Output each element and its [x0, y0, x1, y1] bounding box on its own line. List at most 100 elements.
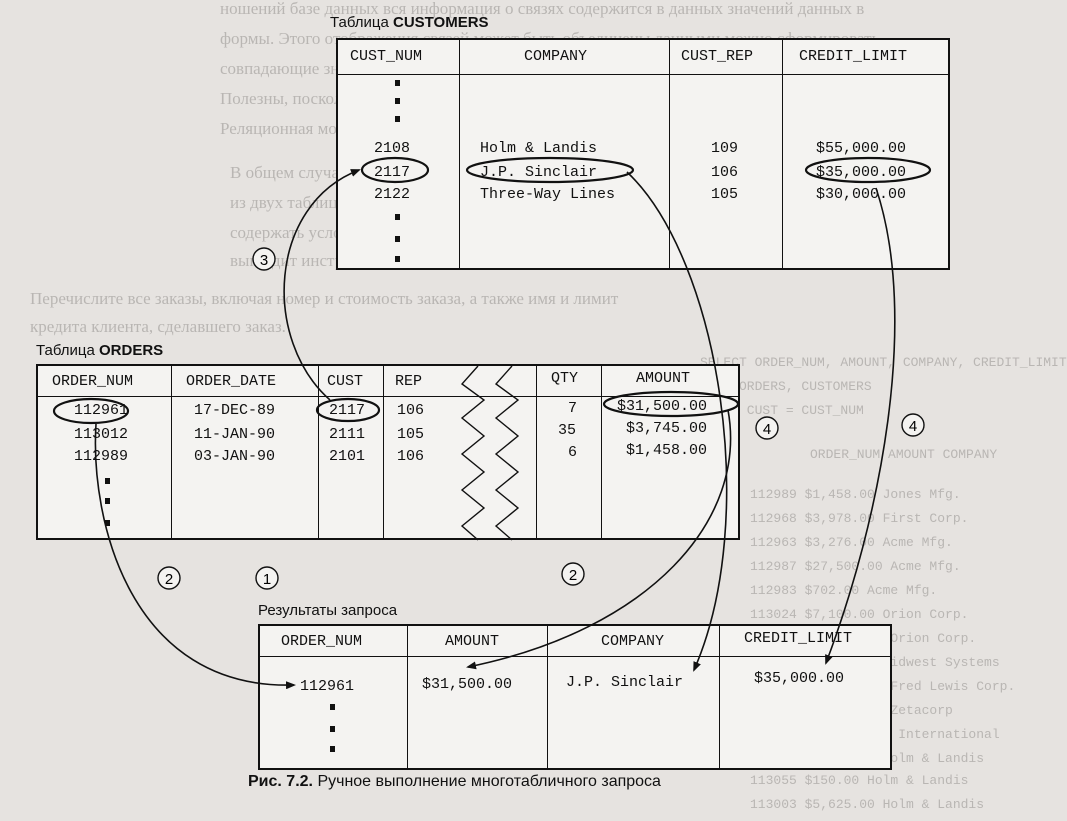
step-4-label-left: 4: [763, 421, 771, 438]
step-3-marker: [252, 247, 276, 271]
column-divider: [171, 366, 172, 538]
header-credit-limit: CREDIT_LIMIT: [799, 48, 908, 65]
step-4-marker-left: [755, 416, 779, 440]
cust-cell: 2101: [329, 448, 366, 465]
ellipsis-dot: [105, 520, 110, 526]
header-qty: QTY: [551, 370, 579, 387]
ellipsis-dot: [395, 116, 400, 122]
header-company: COMPANY: [524, 48, 588, 65]
results-caption: Результаты запроса: [258, 602, 398, 619]
cust-cell: 2111: [329, 426, 366, 443]
figure-caption: Рис. 7.2. Ручное выполнение многотабличн…: [248, 773, 661, 791]
customers-header-row: [338, 40, 948, 75]
column-divider: [383, 366, 384, 538]
rep-cell: 106: [397, 402, 425, 419]
order-date-cell: 03-JAN-90: [194, 448, 276, 465]
header-credit-limit: CREDIT_LIMIT: [744, 630, 853, 647]
cust-rep-cell: 106: [711, 164, 739, 181]
order-num-cell: 113012: [74, 426, 129, 443]
step-2-label-right: 2: [569, 567, 577, 584]
orders-table: ORDER_NUM ORDER_DATE CUST REP QTY AMOUNT…: [36, 364, 740, 540]
cust-cell: 2117: [329, 402, 366, 419]
credit-limit-cell: $35,000.00: [754, 670, 845, 687]
column-divider: [782, 40, 783, 268]
header-cust: CUST: [327, 373, 364, 390]
amount-cell: $31,500.00: [617, 398, 708, 415]
ellipsis-dot: [395, 214, 400, 220]
amount-cell: $1,458.00: [626, 442, 708, 459]
oval-order-num-112961: [52, 397, 130, 425]
credit-limit-cell: $30,000.00: [816, 186, 907, 203]
column-divider: [459, 40, 460, 268]
step-2-marker-left: [157, 566, 181, 590]
step-3-label: 3: [260, 252, 268, 269]
figure-title: Ручное выполнение многотабличного запрос…: [317, 773, 661, 790]
ellipsis-dot: [395, 256, 400, 262]
header-order-num: ORDER_NUM: [281, 633, 363, 650]
qty-cell: 7: [568, 400, 578, 417]
rep-cell: 105: [397, 426, 425, 443]
arrow-step-4-credit: [825, 187, 896, 665]
customers-table: CUST_NUM COMPANY CUST_REP CREDIT_LIMIT 2…: [336, 38, 950, 270]
oval-cust-num-2117: [360, 156, 430, 184]
amount-cell: $3,745.00: [626, 420, 708, 437]
step-1-label: 1: [263, 571, 271, 588]
order-date-cell: 11-JAN-90: [194, 426, 276, 443]
order-num-cell: 112961: [74, 402, 129, 419]
cust-num-cell: 2108: [374, 140, 411, 157]
column-divider: [318, 366, 319, 538]
oval-amount: [602, 390, 740, 418]
orders-caption-prefix: Таблица: [36, 342, 95, 359]
arrow-step-4-company: [626, 171, 728, 672]
step-4-label-right: 4: [909, 418, 917, 435]
ellipsis-dot: [330, 704, 335, 710]
column-divider: [669, 40, 670, 268]
header-amount: AMOUNT: [445, 633, 500, 650]
oval-cust-2117: [315, 397, 381, 423]
cust-rep-cell: 109: [711, 140, 739, 157]
rep-cell: 106: [397, 448, 425, 465]
arrow-step-3: [283, 169, 361, 401]
company-cell: Three-Way Lines: [480, 186, 616, 203]
customers-caption-name: CUSTOMERS: [393, 14, 489, 31]
ellipsis-dot: [330, 726, 335, 732]
cust-num-cell: 2122: [374, 186, 411, 203]
cust-rep-cell: 105: [711, 186, 739, 203]
figure-number: Рис. 7.2.: [248, 773, 313, 790]
order-num-cell: 112989: [74, 448, 129, 465]
header-rep: REP: [395, 373, 423, 390]
results-table: ORDER_NUM AMOUNT COMPANY CREDIT_LIMIT 11…: [258, 624, 892, 770]
orders-caption: Таблица ORDERS: [36, 342, 163, 359]
results-header-row: [260, 626, 890, 657]
company-cell: J.P. Sinclair: [566, 674, 684, 691]
company-cell: J.P. Sinclair: [480, 164, 598, 181]
step-2-marker-right: [561, 562, 585, 586]
company-cell: Holm & Landis: [480, 140, 598, 157]
orders-header-row: [38, 366, 738, 397]
header-cust-num: CUST_NUM: [350, 48, 423, 65]
ellipsis-dot: [395, 98, 400, 104]
customers-caption-prefix: Таблица: [330, 14, 389, 31]
annotation-overlay: 3 2 1 2 4 4: [52, 156, 932, 690]
ellipsis-dot: [395, 80, 400, 86]
header-amount: AMOUNT: [636, 370, 691, 387]
credit-limit-cell: $55,000.00: [816, 140, 907, 157]
step-2-label-left: 2: [165, 571, 173, 588]
column-divider: [601, 366, 602, 538]
step-1-marker: [255, 566, 279, 590]
header-order-date: ORDER_DATE: [186, 373, 277, 390]
ellipsis-dot: [105, 498, 110, 504]
oval-credit-limit: [804, 156, 932, 184]
qty-cell: 6: [568, 444, 578, 461]
qty-cell: 35: [558, 422, 577, 439]
amount-cell: $31,500.00: [422, 676, 513, 693]
oval-company-jp-sinclair: [465, 156, 635, 184]
order-date-cell: 17-DEC-89: [194, 402, 276, 419]
credit-limit-cell: $35,000.00: [816, 164, 907, 181]
column-divider: [547, 626, 548, 768]
arrow-step-2: [466, 409, 732, 670]
column-divider: [536, 366, 537, 538]
cust-num-cell: 2117: [374, 164, 411, 181]
ellipsis-dot: [395, 236, 400, 242]
header-cust-rep: CUST_REP: [681, 48, 754, 65]
